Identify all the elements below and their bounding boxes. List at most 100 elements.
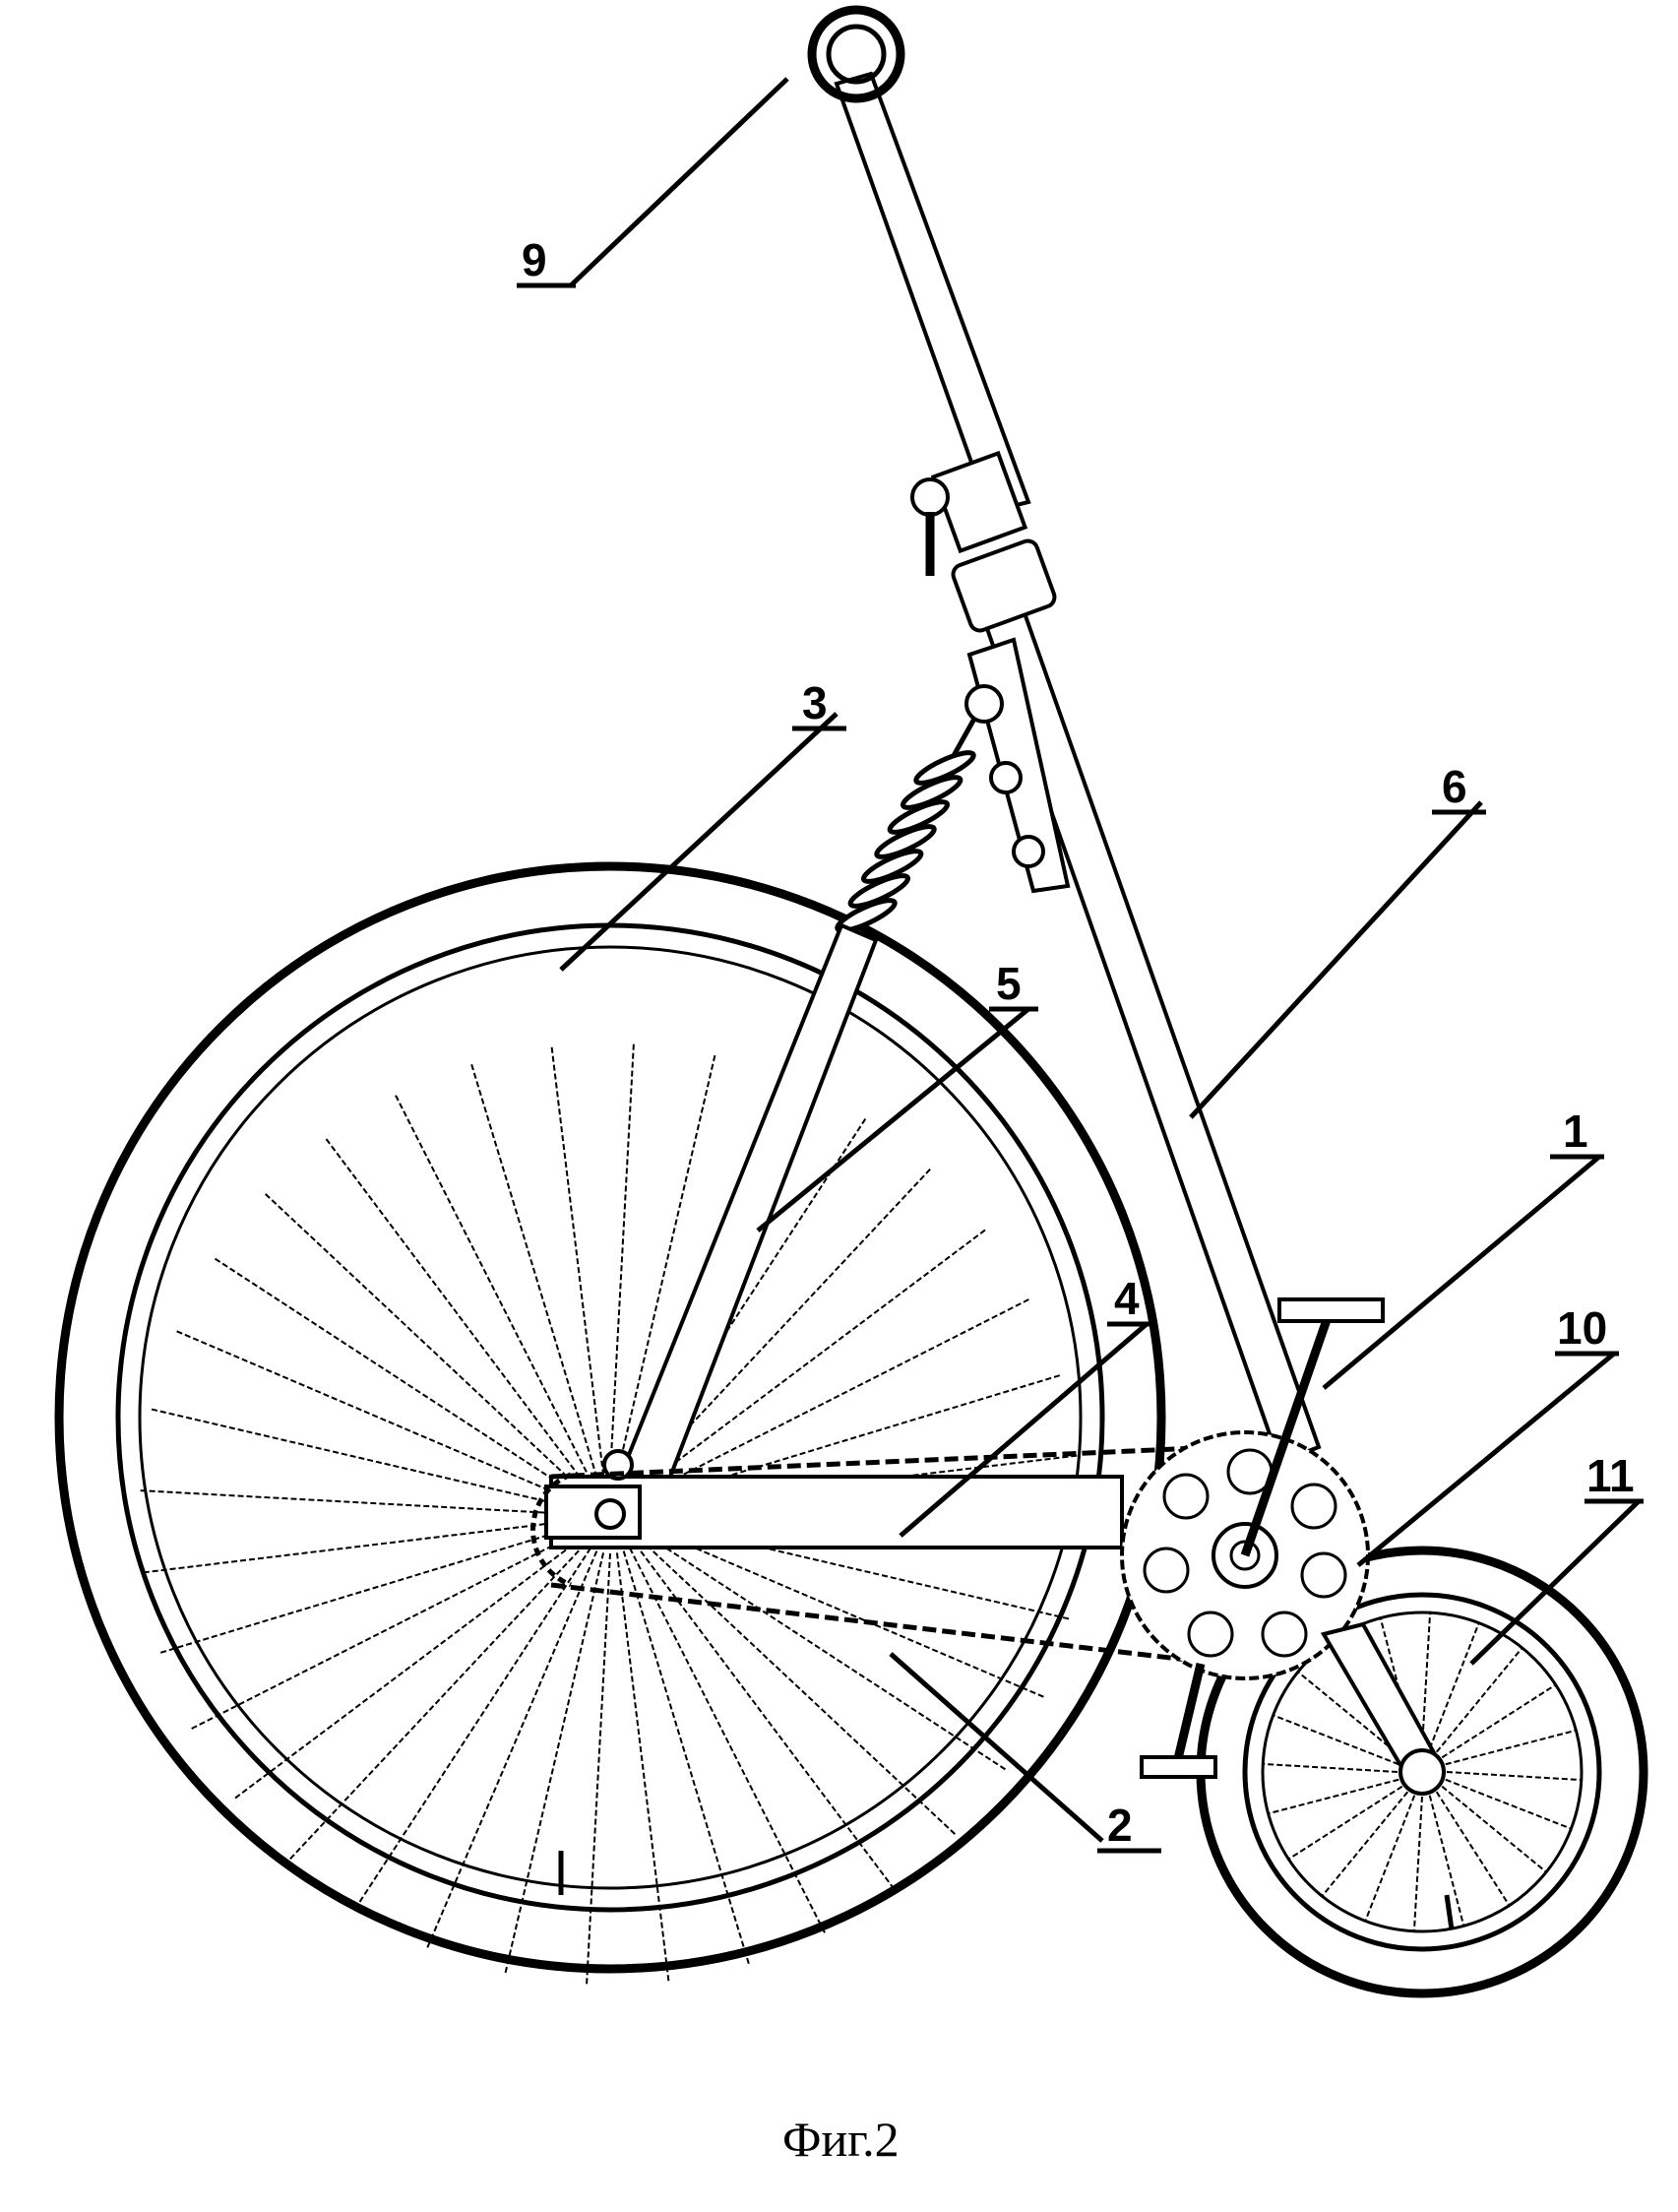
rear-spoke: [151, 1408, 572, 1509]
front-spoke: [1428, 1622, 1480, 1749]
leader-3: [559, 712, 839, 972]
sprocket-hole-5: [1261, 1611, 1308, 1658]
front-valve: [1444, 1894, 1455, 1930]
rear-spoke: [176, 1330, 574, 1502]
handle: [807, 5, 905, 103]
rear-spoke: [644, 1298, 1029, 1495]
rear-spoke: [426, 1550, 598, 1948]
rear-spoke: [395, 1095, 591, 1481]
bracket-bolt-3: [1012, 835, 1045, 868]
rear-spoke: [639, 1538, 957, 1835]
label-1: 1: [1563, 1106, 1588, 1157]
rear-spoke: [644, 1533, 1007, 1771]
sprocket-hole-6: [1187, 1611, 1234, 1658]
rear-spoke: [234, 1538, 581, 1800]
label-10: 10: [1557, 1302, 1607, 1354]
rear-spoke: [615, 1054, 716, 1476]
tube-clamp: [930, 450, 1028, 554]
front-spoke: [1445, 1778, 1572, 1830]
front-axle: [1398, 1748, 1446, 1796]
rear-spoke: [629, 1548, 826, 1933]
rear-spoke: [191, 1533, 577, 1730]
pedal-upper: [1277, 1297, 1385, 1323]
label-3: 3: [802, 677, 828, 728]
pedal-crank: [1140, 1297, 1385, 1779]
rear-spoke: [470, 1063, 598, 1478]
rear-rim: [138, 945, 1083, 1890]
front-spoke: [1441, 1683, 1557, 1759]
rear-spoke: [264, 1193, 582, 1490]
crank-lower: [1171, 1662, 1206, 1769]
front-tire-inner: [1242, 1592, 1602, 1952]
rear-spoke: [289, 1543, 587, 1861]
steering-tube: [834, 71, 1322, 1465]
rear-tire-inner: [115, 922, 1105, 1913]
chain: [530, 1444, 1221, 1667]
front-spoke: [1445, 1729, 1577, 1766]
front-rim: [1261, 1611, 1584, 1933]
label-2: 2: [1107, 1800, 1133, 1851]
front-spoke: [1435, 1791, 1511, 1907]
spring-coil: [913, 750, 976, 786]
leader-lines: [517, 77, 1644, 1854]
spring-coil: [900, 775, 963, 810]
shock-bracket: [964, 637, 1071, 894]
sprocket-hub-inner: [1229, 1540, 1261, 1571]
leader-9: [569, 77, 789, 287]
labels: 9 3 5 6 4 1 10 11 2: [522, 234, 1635, 1851]
rear-spoke: [214, 1257, 577, 1495]
sprocket-hole-7: [1143, 1547, 1190, 1594]
sprocket-hole-4: [1300, 1551, 1347, 1599]
rear-strut: [597, 922, 879, 1534]
front-spoke: [1273, 1714, 1399, 1766]
rear-tire-outer: [54, 861, 1166, 1974]
front-spoke: [1446, 1771, 1582, 1782]
tube-upper: [834, 71, 1031, 515]
clamp-bolt: [910, 477, 950, 517]
figure-caption: Фиг.2: [782, 2112, 900, 2167]
bracket-bolt-2: [989, 761, 1023, 794]
spring-coils: [835, 750, 976, 933]
swingarm: [544, 1449, 1124, 1549]
front-spokes: [1263, 1612, 1582, 1931]
front-spoke: [1321, 1791, 1409, 1897]
rear-spoke: [325, 1138, 587, 1485]
label-5: 5: [996, 958, 1022, 1009]
leader-1: [1322, 1155, 1601, 1390]
front-spoke: [1412, 1796, 1423, 1931]
front-spoke: [1287, 1785, 1403, 1861]
rear-spoke: [550, 1046, 605, 1476]
crank-upper: [1240, 1312, 1334, 1557]
rear-spoke: [586, 1552, 611, 1985]
rear-spoke: [615, 1552, 670, 1982]
swingarm-bar: [549, 1475, 1124, 1549]
spring-coil: [847, 873, 911, 909]
rear-spoke: [353, 1548, 591, 1911]
label-6: 6: [1442, 761, 1467, 812]
leader-4: [899, 1322, 1149, 1538]
shock-spring: [835, 717, 977, 933]
leader-11: [1469, 1499, 1641, 1666]
rear-spoke: [609, 1043, 635, 1476]
leader-5: [756, 1007, 1030, 1232]
front-spoke: [1435, 1647, 1523, 1753]
label-4: 4: [1114, 1273, 1140, 1324]
leader-10: [1356, 1352, 1616, 1567]
front-spoke: [1421, 1612, 1432, 1748]
chain-rear-loop: [530, 1472, 572, 1588]
front-spoke: [1441, 1785, 1547, 1873]
rear-spoke: [140, 1489, 572, 1515]
pedal-lower: [1140, 1755, 1217, 1779]
leader-2: [889, 1652, 1104, 1843]
sprocket-hole-1: [1162, 1473, 1210, 1520]
front-spoke: [1364, 1795, 1416, 1922]
spring-coil: [874, 824, 937, 859]
chain-lower: [550, 1582, 1221, 1667]
rear-axle: [594, 1498, 626, 1530]
rear-spoke: [143, 1519, 572, 1574]
rear-spoke: [640, 1229, 986, 1490]
leader-6: [1189, 800, 1483, 1119]
handle-grip-outer: [807, 5, 905, 103]
rear-spoke: [159, 1526, 574, 1654]
